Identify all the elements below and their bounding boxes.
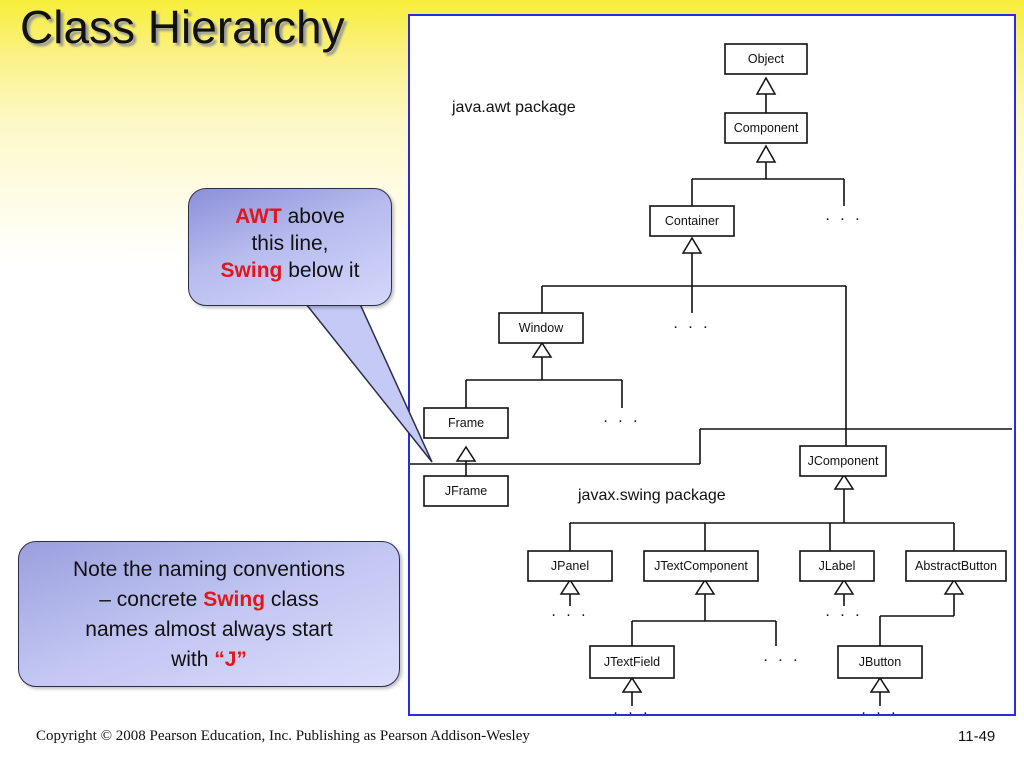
class-label-abstractbutton: AbstractButton	[915, 559, 997, 573]
note-line-4-pre: with	[171, 648, 215, 671]
arrowhead-abstractbutton	[943, 578, 965, 595]
note-line-2-post: class	[265, 588, 319, 611]
ellipsis-component-children: . . .	[825, 207, 862, 224]
class-label-jpanel: JPanel	[551, 559, 589, 573]
arrowhead-jtextcomponent	[694, 578, 716, 595]
page-number: 11-49	[958, 728, 996, 745]
package-label-awt: java.awt package	[451, 99, 576, 116]
class-label-object: Object	[748, 52, 785, 66]
slide-title: Class Hierarchy	[20, 1, 345, 53]
note-line-2: – concrete Swing class	[19, 585, 399, 615]
class-box-jpanel	[527, 550, 613, 582]
class-box-jtextcomponent	[643, 550, 759, 582]
class-box-component	[724, 112, 808, 144]
ellipsis-jtextcomponent-children: . . .	[763, 648, 800, 665]
naming-convention-callout: Note the naming conventions – concrete S…	[18, 541, 400, 687]
awt-highlight: AWT	[235, 205, 282, 228]
class-box-object	[724, 43, 808, 75]
class-label-container: Container	[665, 214, 719, 228]
arrowhead-frame	[455, 445, 477, 462]
class-box-container	[649, 205, 735, 237]
ellipsis-container-children: . . .	[673, 315, 710, 332]
swing-highlight: Swing	[220, 259, 283, 282]
arrowhead-jlabel	[833, 578, 855, 595]
class-box-jtextfield	[589, 645, 675, 679]
callout-line-3: Swing below it	[189, 257, 391, 284]
note-swing-highlight: Swing	[203, 588, 266, 611]
note-line-4: with “J”	[19, 645, 399, 675]
ellipsis-window-children: . . .	[603, 409, 640, 426]
class-box-jbutton	[837, 645, 923, 679]
package-label-swing: javax.swing package	[577, 487, 726, 504]
note-line-2-pre: – concrete	[99, 588, 204, 611]
class-box-abstractbutton	[905, 550, 1007, 582]
callout-line-3-rest: below it	[282, 259, 360, 282]
arrowhead-window	[531, 341, 553, 358]
class-box-window	[498, 312, 584, 344]
class-box-jcomponent	[799, 445, 887, 477]
class-label-jtextcomponent: JTextComponent	[654, 559, 748, 573]
ellipsis-jlabel-children: . . .	[825, 603, 862, 620]
arrowhead-object	[755, 76, 777, 95]
class-label-jframe: JFrame	[445, 484, 487, 498]
class-label-jtextfield: JTextField	[604, 655, 660, 669]
arrowhead-jpanel	[559, 578, 581, 595]
note-j-highlight: “J”	[214, 648, 247, 671]
arrowhead-jbutton	[869, 676, 891, 693]
arrowhead-jtextfield	[621, 676, 643, 693]
class-label-component: Component	[734, 121, 799, 135]
class-label-frame: Frame	[448, 416, 484, 430]
arrowhead-jcomponent	[833, 473, 855, 490]
arrowhead-container	[681, 236, 703, 254]
class-label-window: Window	[519, 321, 564, 335]
arrowhead-component	[755, 144, 777, 163]
callout-line-2: this line,	[251, 232, 329, 255]
footer-copyright: Copyright © 2008 Pearson Education, Inc.…	[36, 728, 530, 744]
ellipsis-jtextfield-children: . . .	[613, 701, 650, 714]
callout-line-1-rest: above	[281, 205, 345, 228]
class-label-jbutton: JButton	[859, 655, 901, 669]
class-label-jcomponent: JComponent	[808, 454, 879, 468]
class-box-jframe	[423, 475, 509, 507]
class-label-jlabel: JLabel	[819, 559, 856, 573]
class-box-frame	[423, 407, 509, 439]
awt-swing-callout: AWT above this line, Swing below it	[188, 188, 392, 306]
note-line-3: names almost always start	[85, 618, 333, 641]
note-line-1: Note the naming conventions	[72, 558, 345, 581]
ellipsis-jbutton-children: . . .	[861, 701, 898, 714]
ellipsis-jpanel-children: . . .	[551, 603, 588, 620]
class-box-jlabel	[799, 550, 875, 582]
class-hierarchy-diagram: Object Component Container Window Frame …	[408, 14, 1016, 716]
callout-line-1: AWT above	[189, 203, 391, 230]
